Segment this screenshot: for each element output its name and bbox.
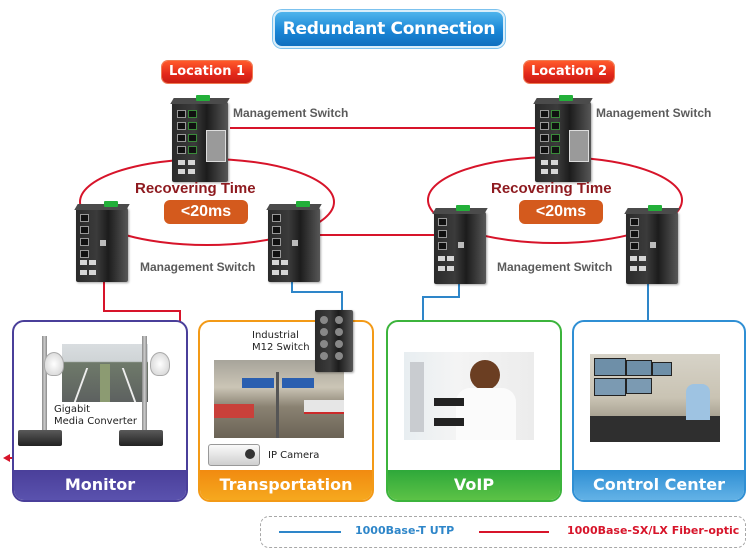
- management-switch-label: Management Switch: [497, 260, 613, 274]
- panel-voip: VoIP: [386, 320, 562, 502]
- location-1-badge: Location 1: [162, 61, 252, 83]
- camera-pole-icon: [42, 336, 47, 446]
- call-center-photo: [404, 352, 534, 440]
- legend-fiber-line: [479, 531, 549, 533]
- ptz-camera-icon: [44, 352, 64, 376]
- location-2-badge: Location 2: [524, 61, 614, 83]
- industrial-m12-switch: [315, 310, 353, 372]
- media-converter-label-line1: Gigabit: [54, 404, 91, 415]
- legend-fiber-label: 1000Base-SX/LX Fiber-optic: [567, 524, 740, 537]
- recovering-time-title: Recovering Time: [135, 180, 256, 197]
- recovering-time-value: <20ms: [519, 200, 603, 224]
- ring-switch-left-2: [266, 201, 322, 282]
- m12-switch-label-line1: Industrial: [252, 330, 299, 341]
- train-station-photo: [214, 360, 344, 438]
- highway-photo: [62, 344, 148, 402]
- media-converter-label-line2: Media Converter: [54, 416, 138, 427]
- control-room-photo: [590, 354, 720, 442]
- legend-utp-label: 1000Base-T UTP: [355, 524, 455, 537]
- recovering-time-title: Recovering Time: [491, 180, 612, 197]
- management-switch-location-2: [533, 95, 593, 182]
- panel-title-monitor: Monitor: [14, 470, 186, 500]
- media-converter-icon: [18, 430, 62, 446]
- m12-switch-label-line2: M12 Switch: [252, 342, 310, 353]
- ring-switch-right-1: [432, 205, 488, 284]
- ptz-camera-icon: [150, 352, 170, 376]
- media-converter-icon: [119, 430, 163, 446]
- utp-link-transportation: [291, 282, 343, 310]
- diagram-title: Redundant Connection: [273, 10, 505, 48]
- camera-pole-icon: [142, 336, 147, 446]
- panel-control-center: Control Center: [572, 320, 746, 502]
- panel-title-transportation: Transportation: [200, 470, 372, 500]
- panel-title-control-center: Control Center: [574, 470, 744, 500]
- legend: 1000Base-T UTP 1000Base-SX/LX Fiber-opti…: [260, 516, 746, 548]
- legend-utp-line: [279, 531, 341, 533]
- arrow-left-icon: [3, 454, 10, 462]
- ring-switch-left-1: [74, 201, 130, 282]
- ip-camera-label: IP Camera: [268, 450, 320, 461]
- management-switch-location-1: [170, 95, 230, 182]
- ring-switch-right-2: [624, 205, 680, 284]
- ip-camera-icon: [208, 444, 260, 466]
- panel-monitor: Gigabit Media Converter Monitor: [12, 320, 188, 502]
- management-switch-label: Management Switch: [596, 106, 712, 120]
- management-switch-label: Management Switch: [140, 260, 256, 274]
- recovering-time-value: <20ms: [164, 200, 248, 224]
- panel-title-voip: VoIP: [388, 470, 560, 500]
- management-switch-label: Management Switch: [233, 106, 349, 120]
